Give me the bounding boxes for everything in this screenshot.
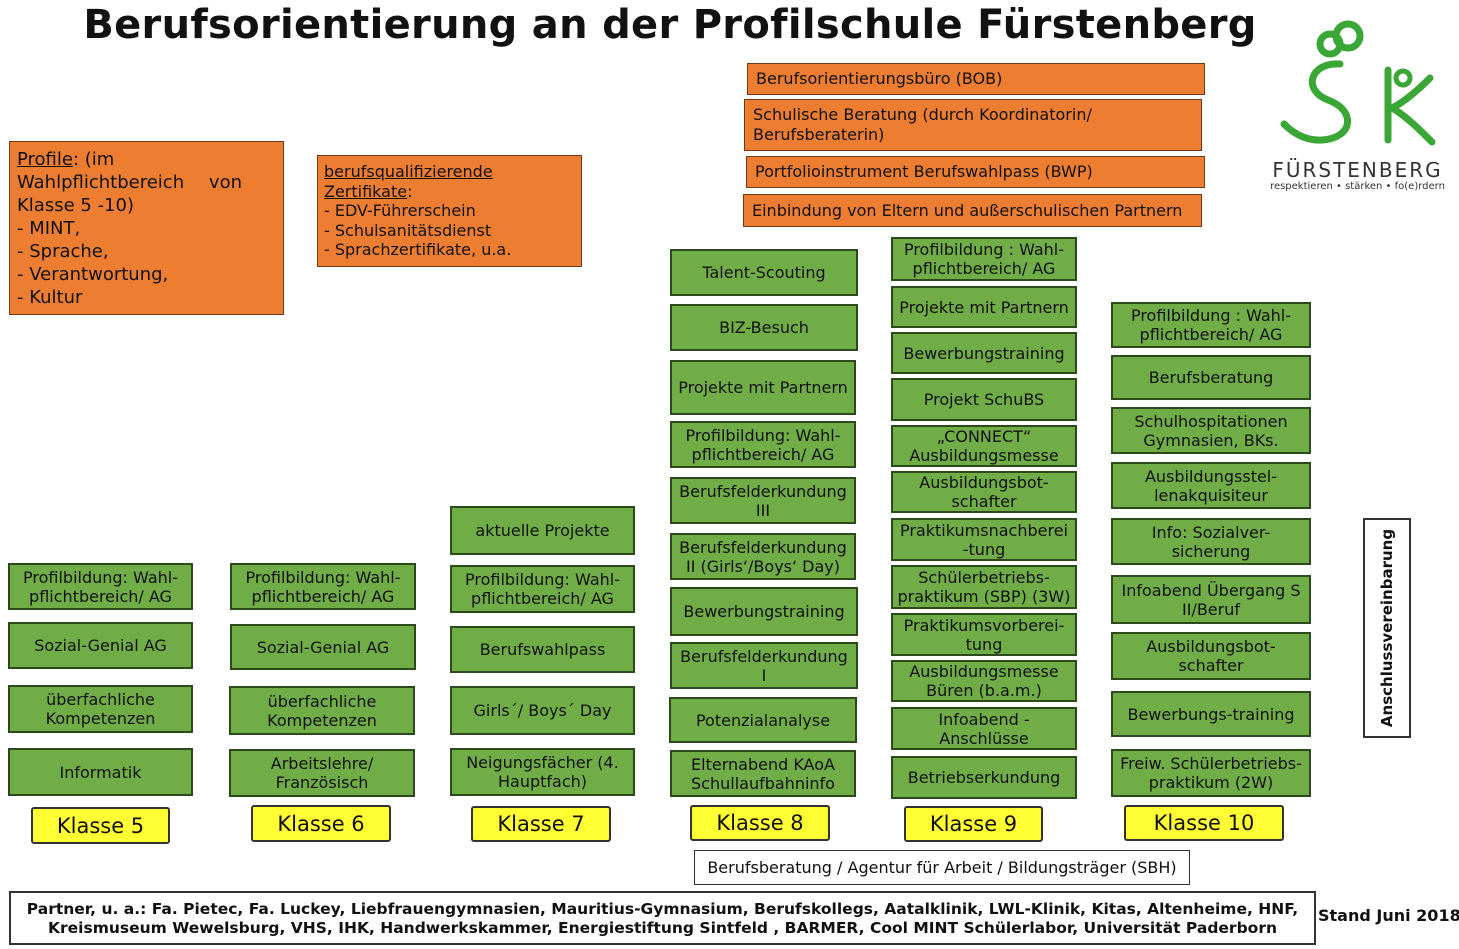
zertifikate-colon: : — [407, 181, 413, 201]
zertifikat-item: - EDV-Führerschein — [324, 201, 476, 220]
zertifikate-box: berufsqualifizierende Zertifikate: - EDV… — [317, 155, 582, 267]
klasse-10-label: Klasse 10 — [1124, 805, 1284, 841]
logo-slogan: respektieren • stärken • fo(e)rdern — [1270, 181, 1445, 192]
k9-item: Projekt SchuBS — [891, 378, 1077, 421]
k9-item: Praktikumsnachberei -tung — [891, 518, 1077, 561]
profile-line: : (im — [72, 149, 115, 170]
profile-line: - MINT, — [17, 218, 81, 239]
orange-box-bwp: Portfolioinstrument Berufswahlpass (BWP) — [746, 156, 1205, 188]
profile-box: Profile: (im Wahlpflichtbereich von Klass… — [9, 141, 284, 315]
logo-name: FÜRSTENBERG — [1272, 158, 1443, 182]
zertifikate-heading-2: Zertifikate — [324, 181, 408, 201]
k10-item: Bewerbungs-training — [1111, 691, 1311, 737]
k6-item: Profilbildung: Wahl-pflichtbereich/ AG — [230, 563, 416, 610]
k9-item: Ausbildungsbot-schafter — [891, 471, 1077, 513]
k6-item: Sozial-Genial AG — [230, 624, 416, 670]
k10-item: Info: Sozialver-sicherung — [1111, 518, 1311, 565]
k7-item: aktuelle Projekte — [450, 506, 635, 555]
k10-item: Ausbildungsstel-lenakquisiteur — [1111, 462, 1311, 509]
klasse-5-label: Klasse 5 — [31, 807, 170, 844]
zertifikat-item: - Schulsanitätsdienst — [324, 220, 492, 240]
k5-item: überfachliche Kompetenzen — [8, 685, 193, 733]
k6-item: überfachliche Kompetenzen — [229, 686, 415, 735]
k5-item: Profilbildung: Wahl-pflichtbereich/ AG — [8, 563, 193, 610]
profile-line: Wahlpflichtbereich — [17, 172, 185, 193]
k10-item: Infoabend Übergang S II/Beruf — [1111, 575, 1311, 624]
k9-item: Praktikumsvorberei-tung — [891, 613, 1077, 656]
profile-heading: Profile — [17, 149, 73, 170]
profile-line: - Kultur — [17, 287, 83, 308]
k8-item: Projekte mit Partnern — [670, 360, 856, 415]
k9-item: Projekte mit Partnern — [891, 286, 1077, 328]
profile-line: Klasse 5 -10) — [17, 195, 134, 216]
profile-line: - Sprache, — [17, 241, 109, 262]
k9-item: Betriebserkundung — [891, 756, 1077, 799]
k7-item: Girls´/ Boys´ Day — [450, 686, 635, 735]
k7-item: Neigungsfächer (4. Hauptfach) — [450, 748, 635, 796]
school-logo-icon — [1280, 20, 1436, 146]
klasse-7-label: Klasse 7 — [471, 806, 611, 842]
page-title: Berufsorientierung an der Profilschule F… — [83, 2, 1257, 48]
k10-item: Berufsberatung — [1111, 355, 1311, 400]
k7-item: Profilbildung: Wahl-pflichtbereich/ AG — [450, 565, 635, 613]
k5-item: Sozial-Genial AG — [8, 622, 193, 669]
k8-item: Potenzialanalyse — [669, 697, 857, 743]
k8-item: Berufsfelderkundung I — [670, 642, 858, 689]
k8-item: BIZ-Besuch — [670, 304, 858, 351]
k8-item: Talent-Scouting — [670, 249, 858, 296]
k10-item: Schulhospitationen Gymnasien, BKs. — [1111, 407, 1311, 454]
berufsberatung-bar: Berufsberatung / Agentur für Arbeit / Bi… — [694, 850, 1190, 885]
k9-item: Schülerbetriebs-praktikum (SBP) (3W) — [891, 565, 1077, 609]
k10-item: Ausbildungsbot-schafter — [1111, 632, 1311, 680]
k5-item: Informatik — [8, 748, 193, 796]
profile-line: von — [208, 172, 242, 193]
k8-item: Profilbildung: Wahl-pflichtbereich/ AG — [670, 421, 856, 468]
orange-box-beratung: Schulische Beratung (durch Koordinatorin… — [744, 99, 1202, 151]
partner-line-1: Partner, u. a.: Fa. Pietec, Fa. Luckey, … — [26, 900, 1299, 918]
anschlussvereinbarung-box: Anschlussvereinbarung — [1363, 518, 1411, 738]
k9-item: Infoabend - Anschlüsse — [891, 707, 1077, 750]
k8-item: Bewerbungstraining — [670, 587, 858, 636]
klasse-6-label: Klasse 6 — [251, 805, 391, 842]
k6-item: Arbeitslehre/ Französisch — [229, 749, 415, 797]
klasse-8-label: Klasse 8 — [690, 805, 830, 841]
k9-item: „CONNECT“ Ausbildungsmesse — [891, 425, 1077, 467]
zertifikate-heading: berufsqualifizierende — [324, 162, 493, 181]
k9-item: Ausbildungsmesse Büren (b.a.m.) — [891, 660, 1077, 702]
partner-line-2: Kreismuseum Wewelsburg, VHS, IHK, Handwe… — [48, 919, 1277, 937]
partner-box: Partner, u. a.: Fa. Pietec, Fa. Luckey, … — [9, 891, 1316, 945]
profile-line: - Verantwortung, — [17, 264, 169, 285]
k10-item: Profilbildung : Wahl-pflichtbereich/ AG — [1111, 302, 1311, 348]
k8-item: Berufsfelderkundung II (Girls‘/Boys‘ Day… — [670, 533, 856, 580]
orange-box-eltern: Einbindung von Eltern und außerschulisch… — [743, 194, 1202, 227]
k7-item: Berufswahlpass — [450, 626, 635, 673]
anschlussvereinbarung-label: Anschlussvereinbarung — [1378, 528, 1396, 728]
stand-date: Stand Juni 2018 — [1318, 906, 1459, 925]
orange-box-bob: Berufsorientierungsbüro (BOB) — [747, 63, 1205, 95]
k10-item: Freiw. Schülerbetriebs-praktikum (2W) — [1111, 749, 1311, 797]
k8-item: Berufsfelderkundung III — [670, 477, 856, 524]
zertifikat-item: - Sprachzertifikate, u.a. — [324, 240, 512, 259]
k9-item: Bewerbungstraining — [891, 332, 1077, 374]
k8-item: Elternabend KAoA Schullaufbahninfo — [670, 750, 856, 797]
k9-item: Profilbildung : Wahl-pflichtbereich/ AG — [891, 237, 1077, 281]
klasse-9-label: Klasse 9 — [904, 806, 1043, 842]
